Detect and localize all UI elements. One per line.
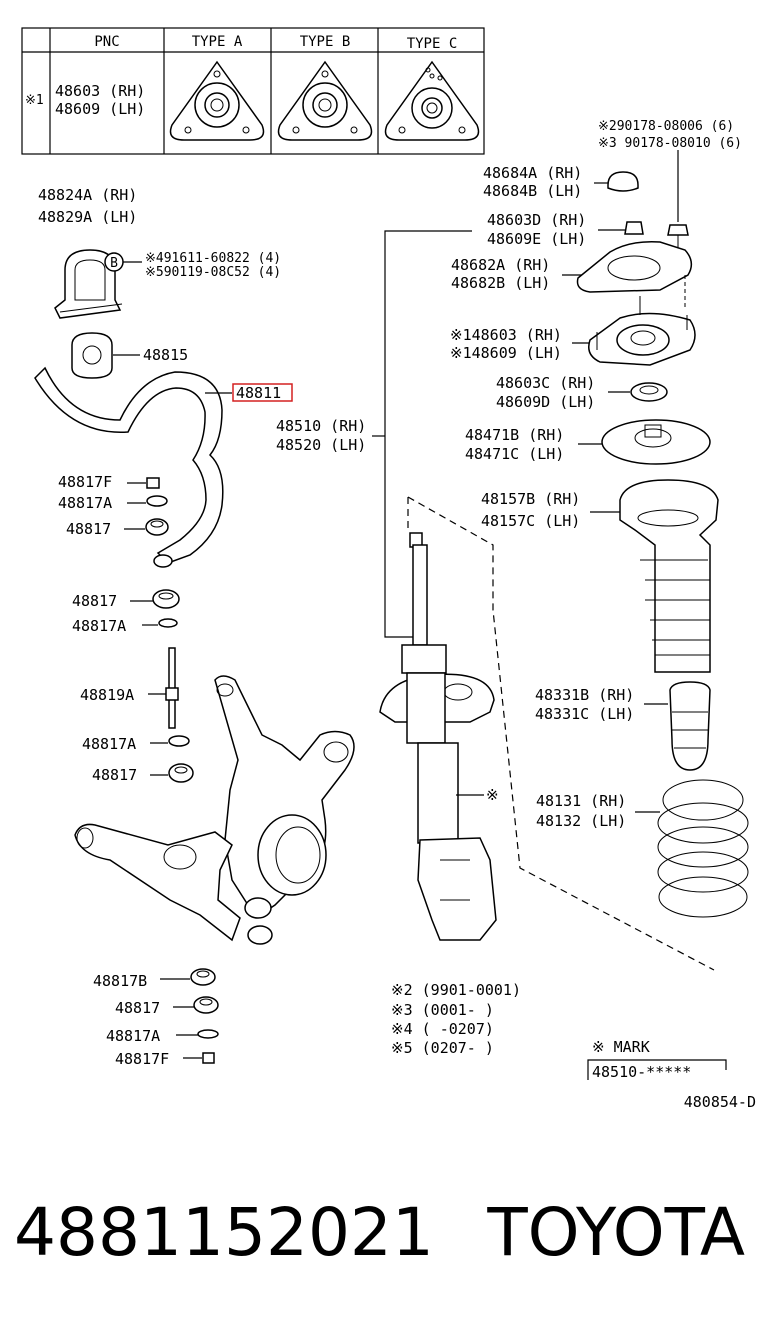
footer-part-number: 4881152021 — [14, 1194, 434, 1271]
highlight-box-48811 — [232, 383, 293, 402]
label-48603c: 48603C (RH) — [496, 374, 595, 392]
mark-bracket — [587, 1059, 727, 1080]
stabilizer-link-drawing — [165, 647, 179, 729]
nut-48817f-bot — [202, 1052, 215, 1064]
label-48811-highlighted: 48811 — [236, 384, 281, 402]
stabilizer-bushing-drawing — [71, 332, 113, 379]
label-48817b: 48817B — [93, 972, 147, 990]
type-a-mount-drawing — [169, 60, 265, 141]
mark-title: ※ MARK — [592, 1038, 650, 1056]
bushing-48817b — [190, 968, 216, 986]
label-48817a-2: 48817A — [72, 617, 126, 635]
table-border — [21, 27, 485, 155]
label-48817a-top: 48817A — [58, 494, 112, 512]
label-bolt-3: ※3 90178-08010 (6) — [598, 136, 742, 151]
label-48131: 48131 (RH) — [536, 792, 626, 810]
bushing-48817-3 — [168, 763, 194, 783]
type-c-mount-drawing — [384, 60, 480, 141]
type-b-mount-drawing — [277, 60, 373, 141]
bump-stop-48331 — [669, 681, 711, 771]
label-48817f-bot: 48817F — [115, 1050, 169, 1068]
label-48817f-top: 48817F — [58, 473, 112, 491]
label-48510: 48510 (RH) — [276, 417, 366, 435]
washer-48817a-top — [146, 495, 168, 507]
label-strut-mark: ※ — [486, 786, 499, 804]
label-48331c: 48331C (LH) — [535, 705, 634, 723]
label-48817-top: 48817 — [66, 520, 111, 538]
bolt-b-letter: B — [110, 256, 118, 271]
label-48817a-4: 48817A — [106, 1027, 160, 1045]
washer-48817a-4 — [197, 1029, 219, 1039]
label-bolt-2: ※290178-08006 (6) — [598, 119, 734, 134]
label-48815: 48815 — [143, 346, 188, 364]
type-table: PNC TYPE A TYPE B TYPE C ※1 48603 (RH) 4… — [21, 27, 485, 155]
bushing-48817-top — [145, 518, 169, 536]
table-header-type-a: TYPE A — [192, 34, 243, 50]
label-bolt-4: ※491611-60822 (4) — [145, 251, 281, 266]
table-header-type-b: TYPE B — [300, 34, 351, 50]
label-48829a: 48829A (LH) — [38, 208, 137, 226]
note-2: ※2 (9901-0001) — [391, 981, 521, 999]
label-48132: 48132 (LH) — [536, 812, 626, 830]
label-48682a: 48682A (RH) — [451, 256, 550, 274]
label-48682b: 48682B (LH) — [451, 274, 550, 292]
label-48817-4: 48817 — [115, 999, 160, 1017]
spring-seat-48471 — [601, 419, 711, 465]
bolt-drawing — [667, 224, 689, 250]
label-48824a: 48824A (RH) — [38, 186, 137, 204]
strut-mount-148603 — [588, 296, 696, 366]
label-148603: ※148603 (RH) — [450, 326, 562, 344]
cap-48684 — [607, 171, 639, 192]
spacer-48603c — [630, 382, 668, 402]
coil-spring-48131 — [657, 779, 749, 918]
label-48609e: 48609E (LH) — [487, 230, 586, 248]
assembly-dashed-outline — [407, 496, 715, 971]
table-pnc-lh: 48609 (LH) — [55, 100, 145, 118]
stabilizer-bracket-drawing — [54, 249, 123, 319]
label-48817-3: 48817 — [92, 766, 137, 784]
mark-value: 48510-***** — [592, 1063, 691, 1081]
dust-boot-48157 — [619, 479, 719, 673]
label-48817-2: 48817 — [72, 592, 117, 610]
nut-48603d — [624, 221, 644, 235]
stabilizer-bar-drawing — [34, 366, 224, 568]
label-48520: 48520 (LH) — [276, 436, 366, 454]
label-48471b: 48471B (RH) — [465, 426, 564, 444]
table-row-mark: ※1 — [25, 93, 44, 108]
label-48819a: 48819A — [80, 686, 134, 704]
label-48157b: 48157B (RH) — [481, 490, 580, 508]
label-48684b: 48684B (LH) — [483, 182, 582, 200]
label-48331b: 48331B (RH) — [535, 686, 634, 704]
shock-absorber-drawing — [379, 532, 497, 941]
label-148609: ※148609 (LH) — [450, 344, 562, 362]
strut-bracket-line — [384, 230, 472, 638]
washer-48817a-3 — [168, 735, 190, 747]
note-5: ※5 (0207- ) — [391, 1039, 494, 1057]
table-header-pnc: PNC — [94, 34, 119, 50]
table-header-type-c: TYPE C — [407, 36, 458, 52]
label-48157c: 48157C (LH) — [481, 512, 580, 530]
bushing-48817-4 — [193, 996, 219, 1014]
lower-arm-drawing — [74, 823, 241, 942]
washer-48817a-2 — [158, 618, 178, 628]
label-48817a-3: 48817A — [82, 735, 136, 753]
label-48603d: 48603D (RH) — [487, 211, 586, 229]
nut-48817f-top — [146, 477, 160, 489]
footer-brand: TOYOTA — [486, 1194, 745, 1271]
support-plate-48682 — [576, 240, 693, 293]
diagram-code: 480854-D — [684, 1093, 756, 1111]
note-3: ※3 (0001- ) — [391, 1001, 494, 1019]
label-48684a: 48684A (RH) — [483, 164, 582, 182]
label-48609d: 48609D (LH) — [496, 393, 595, 411]
table-pnc-rh: 48603 (RH) — [55, 82, 145, 100]
label-bolt-5: ※590119-08C52 (4) — [145, 265, 281, 280]
bushing-48817-2 — [152, 589, 180, 609]
note-4: ※4 ( -0207) — [391, 1020, 494, 1038]
label-48471c: 48471C (LH) — [465, 445, 564, 463]
steering-knuckle-drawing — [214, 675, 355, 945]
